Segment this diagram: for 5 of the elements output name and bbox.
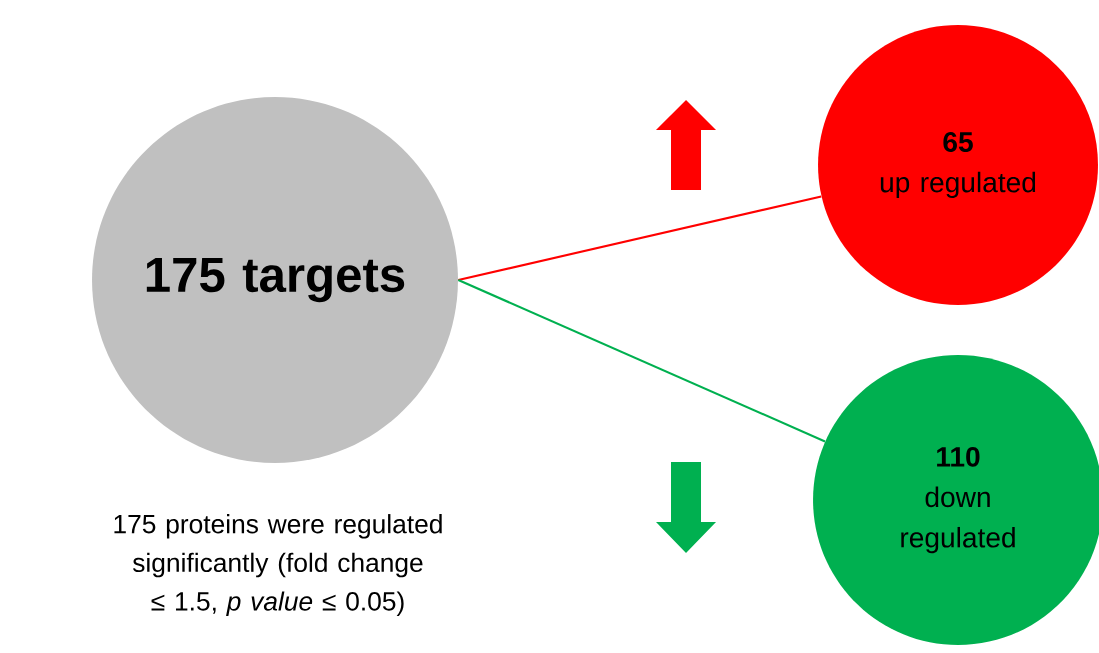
connector-line [457, 279, 826, 443]
circle-node: 65 up regulated [818, 25, 1098, 305]
connector-line [458, 195, 822, 282]
circle-node: 175 targets [92, 97, 458, 463]
caption-text: 175 proteins were regulated significantly (fold change ≤ 1.5, p value ≤ 0.05) [114, 514, 442, 616]
